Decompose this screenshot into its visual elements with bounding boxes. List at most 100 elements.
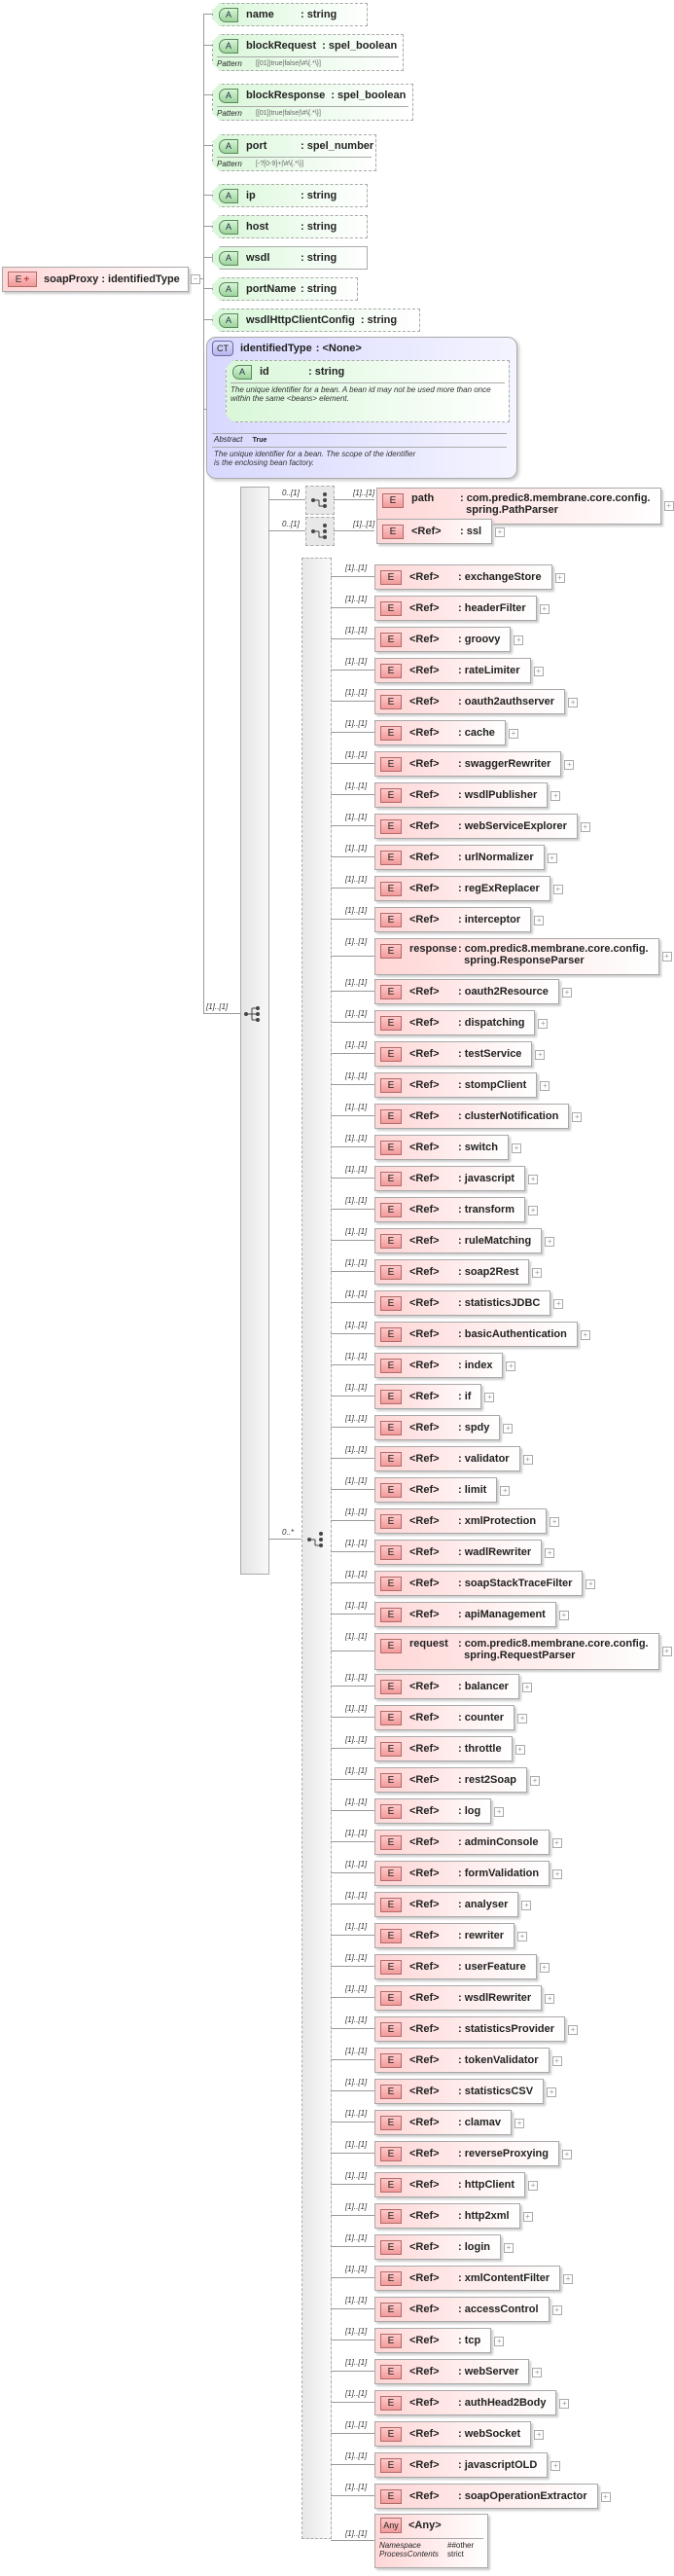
expand-icon[interactable]: + bbox=[494, 1807, 505, 1817]
expand-icon[interactable]: + bbox=[503, 1424, 514, 1433]
expand-icon[interactable]: + bbox=[552, 1869, 563, 1879]
element-tokenValidator[interactable]: E<Ref>: tokenValidator bbox=[374, 2048, 550, 2073]
expand-icon[interactable]: + bbox=[564, 760, 575, 770]
element-interceptor[interactable]: E<Ref>: interceptor bbox=[374, 907, 532, 932]
element-rateLimiter[interactable]: E<Ref>: rateLimiter bbox=[374, 658, 531, 683]
element-stompClient[interactable]: E<Ref>: stompClient bbox=[374, 1072, 538, 1098]
element-tcp[interactable]: E<Ref>: tcp bbox=[374, 2328, 492, 2353]
expand-icon[interactable]: + bbox=[553, 1299, 564, 1309]
element-clusterNotification[interactable]: E<Ref>: clusterNotification bbox=[374, 1104, 570, 1129]
element-groovy[interactable]: E<Ref>: groovy bbox=[374, 627, 512, 652]
element-authHead2Body[interactable]: E<Ref>: authHead2Body bbox=[374, 2390, 557, 2415]
element-counter[interactable]: E<Ref>: counter bbox=[374, 1705, 515, 1730]
expand-icon[interactable]: + bbox=[522, 1455, 533, 1465]
expand-icon[interactable]: + bbox=[514, 2119, 525, 2128]
expand-icon[interactable]: + bbox=[504, 2243, 514, 2253]
element-apiManagement[interactable]: E<Ref>: apiManagement bbox=[374, 1602, 556, 1627]
expand-icon[interactable]: + bbox=[511, 1143, 521, 1153]
sequence-compositor[interactable] bbox=[240, 487, 269, 1575]
element-httpClient[interactable]: E<Ref>: httpClient bbox=[374, 2172, 526, 2197]
element-headerFilter[interactable]: E<Ref>: headerFilter bbox=[374, 596, 537, 621]
expand-icon[interactable]: + bbox=[545, 1548, 555, 1558]
element-dispatching[interactable]: E<Ref>: dispatching bbox=[374, 1010, 536, 1035]
expand-icon[interactable]: + bbox=[534, 916, 545, 925]
expand-icon[interactable]: + bbox=[551, 2056, 562, 2066]
expand-icon[interactable]: + bbox=[568, 698, 579, 707]
element-ruleMatching[interactable]: E<Ref>: ruleMatching bbox=[374, 1228, 543, 1253]
expand-icon[interactable]: + bbox=[547, 2087, 557, 2097]
expand-icon[interactable]: + bbox=[521, 1901, 532, 1910]
element-swaggerRewriter[interactable]: E<Ref>: swaggerRewriter bbox=[374, 751, 562, 777]
expand-icon[interactable]: + bbox=[550, 1517, 560, 1527]
expand-icon[interactable]: + bbox=[661, 1647, 672, 1656]
element-http2xml[interactable]: E<Ref>: http2xml bbox=[374, 2203, 520, 2229]
element-spdy[interactable]: E<Ref>: spdy bbox=[374, 1415, 501, 1440]
expand-icon[interactable]: + bbox=[540, 1081, 550, 1091]
expand-icon[interactable]: + bbox=[568, 2025, 579, 2035]
expand-icon[interactable]: + bbox=[500, 1486, 511, 1496]
expand-icon[interactable]: + bbox=[554, 573, 565, 583]
optional-choice-compositor[interactable] bbox=[305, 517, 335, 546]
element-soap2Rest[interactable]: E<Ref>: soap2Rest bbox=[374, 1259, 530, 1285]
element-javascript[interactable]: E<Ref>: javascript bbox=[374, 1166, 526, 1191]
expand-icon[interactable]: + bbox=[561, 988, 572, 998]
element-reverseProxying[interactable]: E<Ref>: reverseProxying bbox=[374, 2141, 559, 2166]
element-testService[interactable]: E<Ref>: testService bbox=[374, 1041, 533, 1067]
expand-icon[interactable]: + bbox=[528, 1175, 539, 1184]
expand-icon[interactable]: + bbox=[559, 2399, 570, 2409]
expand-icon[interactable]: + bbox=[552, 885, 563, 894]
element-throttle[interactable]: E<Ref>: throttle bbox=[374, 1736, 513, 1761]
element-cache[interactable]: E<Ref>: cache bbox=[374, 720, 506, 745]
element-formValidation[interactable]: E<Ref>: formValidation bbox=[374, 1861, 550, 1886]
element-basicAuthentication[interactable]: E<Ref>: basicAuthentication bbox=[374, 1322, 578, 1347]
element-soapStackTraceFilter[interactable]: E<Ref>: soapStackTraceFilter bbox=[374, 1571, 584, 1596]
expand-icon[interactable]: + bbox=[495, 527, 506, 537]
element-xmlContentFilter[interactable]: E<Ref>: xmlContentFilter bbox=[374, 2266, 561, 2291]
element-analyser[interactable]: E<Ref>: analyser bbox=[374, 1892, 519, 1917]
expand-icon[interactable]: + bbox=[534, 2430, 545, 2440]
expand-icon[interactable]: + bbox=[661, 952, 672, 961]
expand-icon[interactable]: + bbox=[514, 635, 524, 645]
expand-icon[interactable]: + bbox=[528, 1206, 539, 1215]
element-transform[interactable]: E<Ref>: transform bbox=[374, 1197, 526, 1222]
element-statisticsProvider[interactable]: E<Ref>: statisticsProvider bbox=[374, 2016, 566, 2042]
expand-icon[interactable]: + bbox=[545, 1237, 555, 1247]
expand-icon[interactable]: + bbox=[506, 1361, 516, 1371]
element-rewriter[interactable]: E<Ref>: rewriter bbox=[374, 1923, 515, 1948]
expand-icon[interactable]: + bbox=[521, 1683, 532, 1692]
expand-icon[interactable]: + bbox=[532, 2368, 543, 2377]
expand-icon[interactable]: + bbox=[550, 791, 561, 801]
element-switch[interactable]: E<Ref>: switch bbox=[374, 1135, 509, 1160]
element-webServiceExplorer[interactable]: E<Ref>: webServiceExplorer bbox=[374, 814, 578, 839]
expand-icon[interactable]: + bbox=[514, 1745, 525, 1755]
element-validator[interactable]: E<Ref>: validator bbox=[374, 1446, 520, 1471]
element-oauth2Resource[interactable]: E<Ref>: oauth2Resource bbox=[374, 979, 559, 1004]
element-javascriptOLD[interactable]: E<Ref>: javascriptOLD bbox=[374, 2452, 549, 2478]
expand-icon[interactable]: + bbox=[580, 822, 590, 832]
expand-icon[interactable]: + bbox=[563, 2274, 574, 2284]
element-log[interactable]: E<Ref>: log bbox=[374, 1798, 492, 1824]
element-wsdlRewriter[interactable]: E<Ref>: wsdlRewriter bbox=[374, 1985, 543, 2011]
expand-icon[interactable]: + bbox=[532, 1268, 543, 1278]
any-element[interactable]: Any <Any> Namespace##other ProcessConten… bbox=[374, 2514, 488, 2568]
element-limit[interactable]: E<Ref>: limit bbox=[374, 1477, 498, 1503]
element-soapOperationExtractor[interactable]: E<Ref>: soapOperationExtractor bbox=[374, 2484, 598, 2509]
expand-icon[interactable]: + bbox=[561, 2150, 572, 2159]
element-ssl[interactable]: E<Ref>: ssl bbox=[376, 519, 493, 544]
expand-icon[interactable]: + bbox=[551, 2305, 562, 2315]
expand-icon[interactable]: + bbox=[547, 853, 557, 863]
element-adminConsole[interactable]: E<Ref>: adminConsole bbox=[374, 1830, 550, 1855]
expand-icon[interactable]: + bbox=[545, 1994, 555, 2004]
expand-icon[interactable]: + bbox=[508, 729, 518, 739]
element-oauth2authserver[interactable]: E<Ref>: oauth2authserver bbox=[374, 689, 566, 714]
expand-icon[interactable]: + bbox=[484, 1393, 495, 1402]
